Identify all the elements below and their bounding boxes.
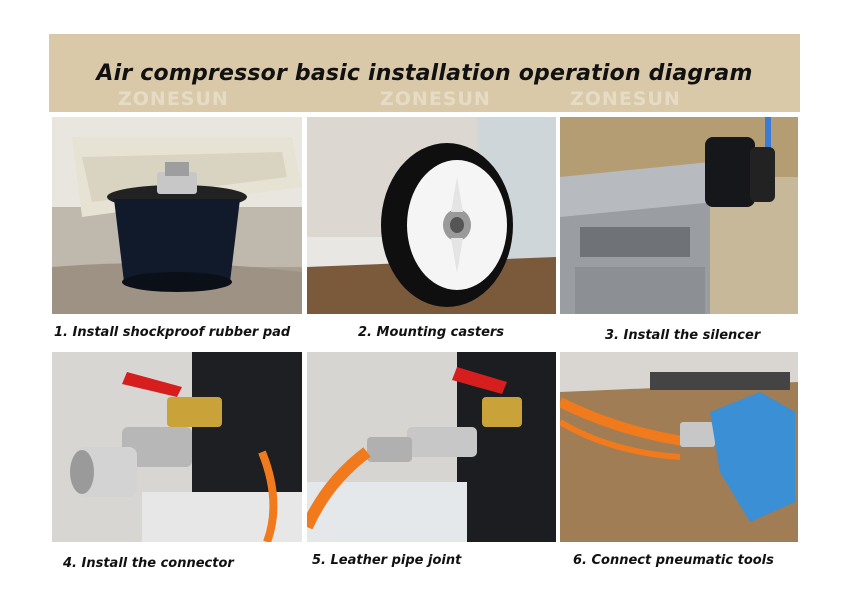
step-caption-1: 1. Install shockproof rubber pad xyxy=(54,325,291,340)
pipe-joint-photo xyxy=(307,352,556,542)
step-caption-6: 6. Connect pneumatic tools xyxy=(573,553,774,568)
page-title: Air compressor basic installation operat… xyxy=(96,60,753,86)
pneumatic-tool-photo xyxy=(560,352,798,542)
step-caption-2: 2. Mounting casters xyxy=(358,325,505,340)
step-caption-5: 5. Leather pipe joint xyxy=(312,553,462,568)
rubber-pad-photo xyxy=(52,117,302,314)
title-banner: Air compressor basic installation operat… xyxy=(49,34,800,112)
silencer-photo xyxy=(560,117,798,314)
connector-photo xyxy=(52,352,302,542)
step-caption-4: 4. Install the connector xyxy=(63,556,234,571)
step-caption-3: 3. Install the silencer xyxy=(605,328,761,343)
caster-wheel-photo xyxy=(307,117,556,314)
